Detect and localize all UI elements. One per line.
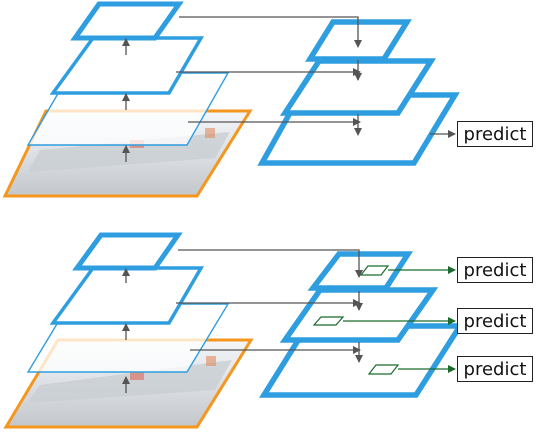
bottom-panel — [3, 232, 466, 429]
bottom-up-level-3 — [72, 232, 183, 271]
prediction-head — [367, 364, 400, 375]
prediction-head — [359, 265, 390, 276]
feature-map-medium — [279, 58, 437, 116]
lateral-arrow — [179, 16, 362, 48]
boat-figure-icon — [205, 128, 215, 138]
prediction-head — [312, 316, 345, 326]
predict-box-bottom-1: predict — [457, 257, 533, 283]
predict-box-top: predict — [457, 121, 533, 147]
boat-figure-icon — [130, 372, 144, 380]
top-panel — [2, 1, 460, 198]
feature-map-small — [307, 251, 414, 291]
bottom-up-level-2 — [49, 36, 205, 95]
boat-figure-icon — [206, 356, 216, 366]
predict-box-bottom-2: predict — [457, 308, 533, 334]
bottom-up-level-3 — [70, 1, 184, 41]
bottom-up-level-2 — [49, 266, 205, 325]
predict-box-bottom-3: predict — [457, 356, 533, 382]
lateral-arrow — [178, 249, 363, 278]
